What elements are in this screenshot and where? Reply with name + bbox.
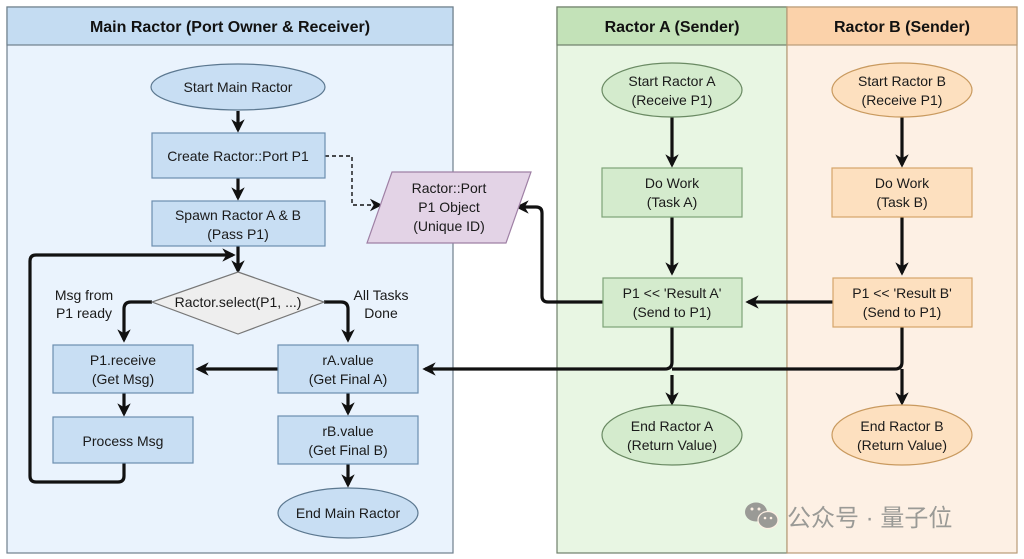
node-b-start-line1: Start Ractor B — [858, 73, 946, 89]
lane-main-title: Main Ractor (Port Owner & Receiver) — [90, 19, 370, 36]
node-port-object-line1: Ractor::Port — [412, 180, 487, 196]
node-port-object: Ractor::Port P1 Object (Unique ID) — [366, 171, 532, 244]
node-end-main-label: End Main Ractor — [296, 505, 401, 521]
edge-select-to-ra-value — [324, 300, 355, 343]
node-a-work-line2: (Task A) — [647, 194, 698, 210]
node-spawn: Spawn Ractor A & B (Pass P1) — [151, 200, 326, 247]
edge-select-to-receive — [117, 300, 152, 343]
node-ra-value-line1: rA.value — [322, 352, 374, 368]
node-receive-line2: (Get Msg) — [92, 371, 154, 387]
node-rb-value: rB.value (Get Final B) — [277, 415, 419, 465]
node-a-start: Start Ractor A (Receive P1) — [601, 62, 743, 118]
watermark-text: 公众号 · 量子位 — [787, 505, 952, 532]
edge-process-loop-back — [28, 248, 236, 484]
lane-a-title: Ractor A (Sender) — [605, 19, 740, 36]
node-b-work-line1: Do Work — [875, 175, 930, 191]
node-rb-value-line2: (Get Final B) — [308, 442, 387, 458]
edge-a-return-to-ra-value — [422, 327, 674, 376]
watermark: 公众号 · 量子位 — [745, 502, 952, 532]
node-a-send-line2: (Send to P1) — [633, 304, 712, 320]
node-ra-value-line2: (Get Final A) — [309, 371, 388, 387]
node-create-port-label: Create Ractor::Port P1 — [167, 148, 309, 164]
node-a-start-line2: (Receive P1) — [632, 92, 713, 108]
edge-label-done-line2: Done — [364, 305, 398, 321]
lane-b-header — [786, 6, 1018, 46]
node-b-send: P1 << 'Result B' (Send to P1) — [832, 277, 973, 328]
node-a-end: End Ractor A (Return Value) — [601, 404, 743, 466]
node-b-send-line1: P1 << 'Result B' — [852, 285, 952, 301]
node-select-decision: Ractor.select(P1, ...) — [150, 271, 326, 335]
node-a-end-line1: End Ractor A — [631, 418, 714, 434]
edge-label-msg-line1: Msg from — [55, 287, 113, 303]
edge-create-to-port-object — [325, 155, 383, 212]
node-a-send-line1: P1 << 'Result A' — [623, 285, 722, 301]
node-spawn-line2: (Pass P1) — [207, 226, 268, 242]
lane-b-title: Ractor B (Sender) — [834, 19, 970, 36]
node-rb-value-line1: rB.value — [322, 423, 374, 439]
node-start-main: Start Main Ractor — [150, 63, 326, 111]
node-select-label: Ractor.select(P1, ...) — [175, 294, 302, 310]
node-b-end: End Ractor B (Return Value) — [831, 404, 973, 466]
lane-main-header — [6, 6, 454, 46]
node-b-send-line2: (Send to P1) — [863, 304, 942, 320]
node-spawn-line1: Spawn Ractor A & B — [175, 207, 301, 223]
wechat-icon — [745, 502, 779, 530]
node-receive-line1: P1.receive — [90, 352, 156, 368]
node-b-work-line2: (Task B) — [876, 194, 927, 210]
node-b-end-line1: End Ractor B — [860, 418, 943, 434]
edge-label-done-line1: All Tasks — [354, 287, 409, 303]
node-a-work-line1: Do Work — [645, 175, 700, 191]
node-start-main-label: Start Main Ractor — [184, 79, 293, 95]
node-port-object-line2: P1 Object — [418, 199, 480, 215]
node-process: Process Msg — [52, 416, 194, 464]
node-a-end-line2: (Return Value) — [627, 437, 717, 453]
node-create-port: Create Ractor::Port P1 — [151, 132, 326, 179]
node-receive: P1.receive (Get Msg) — [52, 344, 194, 394]
node-ra-value: rA.value (Get Final A) — [277, 344, 419, 394]
edge-b-return-to-ra-value — [672, 327, 904, 371]
edges — [28, 111, 909, 488]
node-a-start-line1: Start Ractor A — [628, 73, 716, 89]
node-b-end-line2: (Return Value) — [857, 437, 947, 453]
node-process-label: Process Msg — [83, 433, 164, 449]
node-port-object-line3: (Unique ID) — [413, 218, 485, 234]
node-a-work: Do Work (Task A) — [601, 167, 743, 218]
node-a-send: P1 << 'Result A' (Send to P1) — [602, 277, 743, 328]
node-b-start-line2: (Receive P1) — [862, 92, 943, 108]
edge-label-msg-line2: P1 ready — [56, 305, 112, 321]
node-end-main: End Main Ractor — [277, 487, 419, 539]
edge-a-send-to-port-object — [515, 200, 603, 304]
node-b-start: Start Ractor B (Receive P1) — [831, 62, 973, 118]
node-b-work: Do Work (Task B) — [831, 167, 973, 218]
